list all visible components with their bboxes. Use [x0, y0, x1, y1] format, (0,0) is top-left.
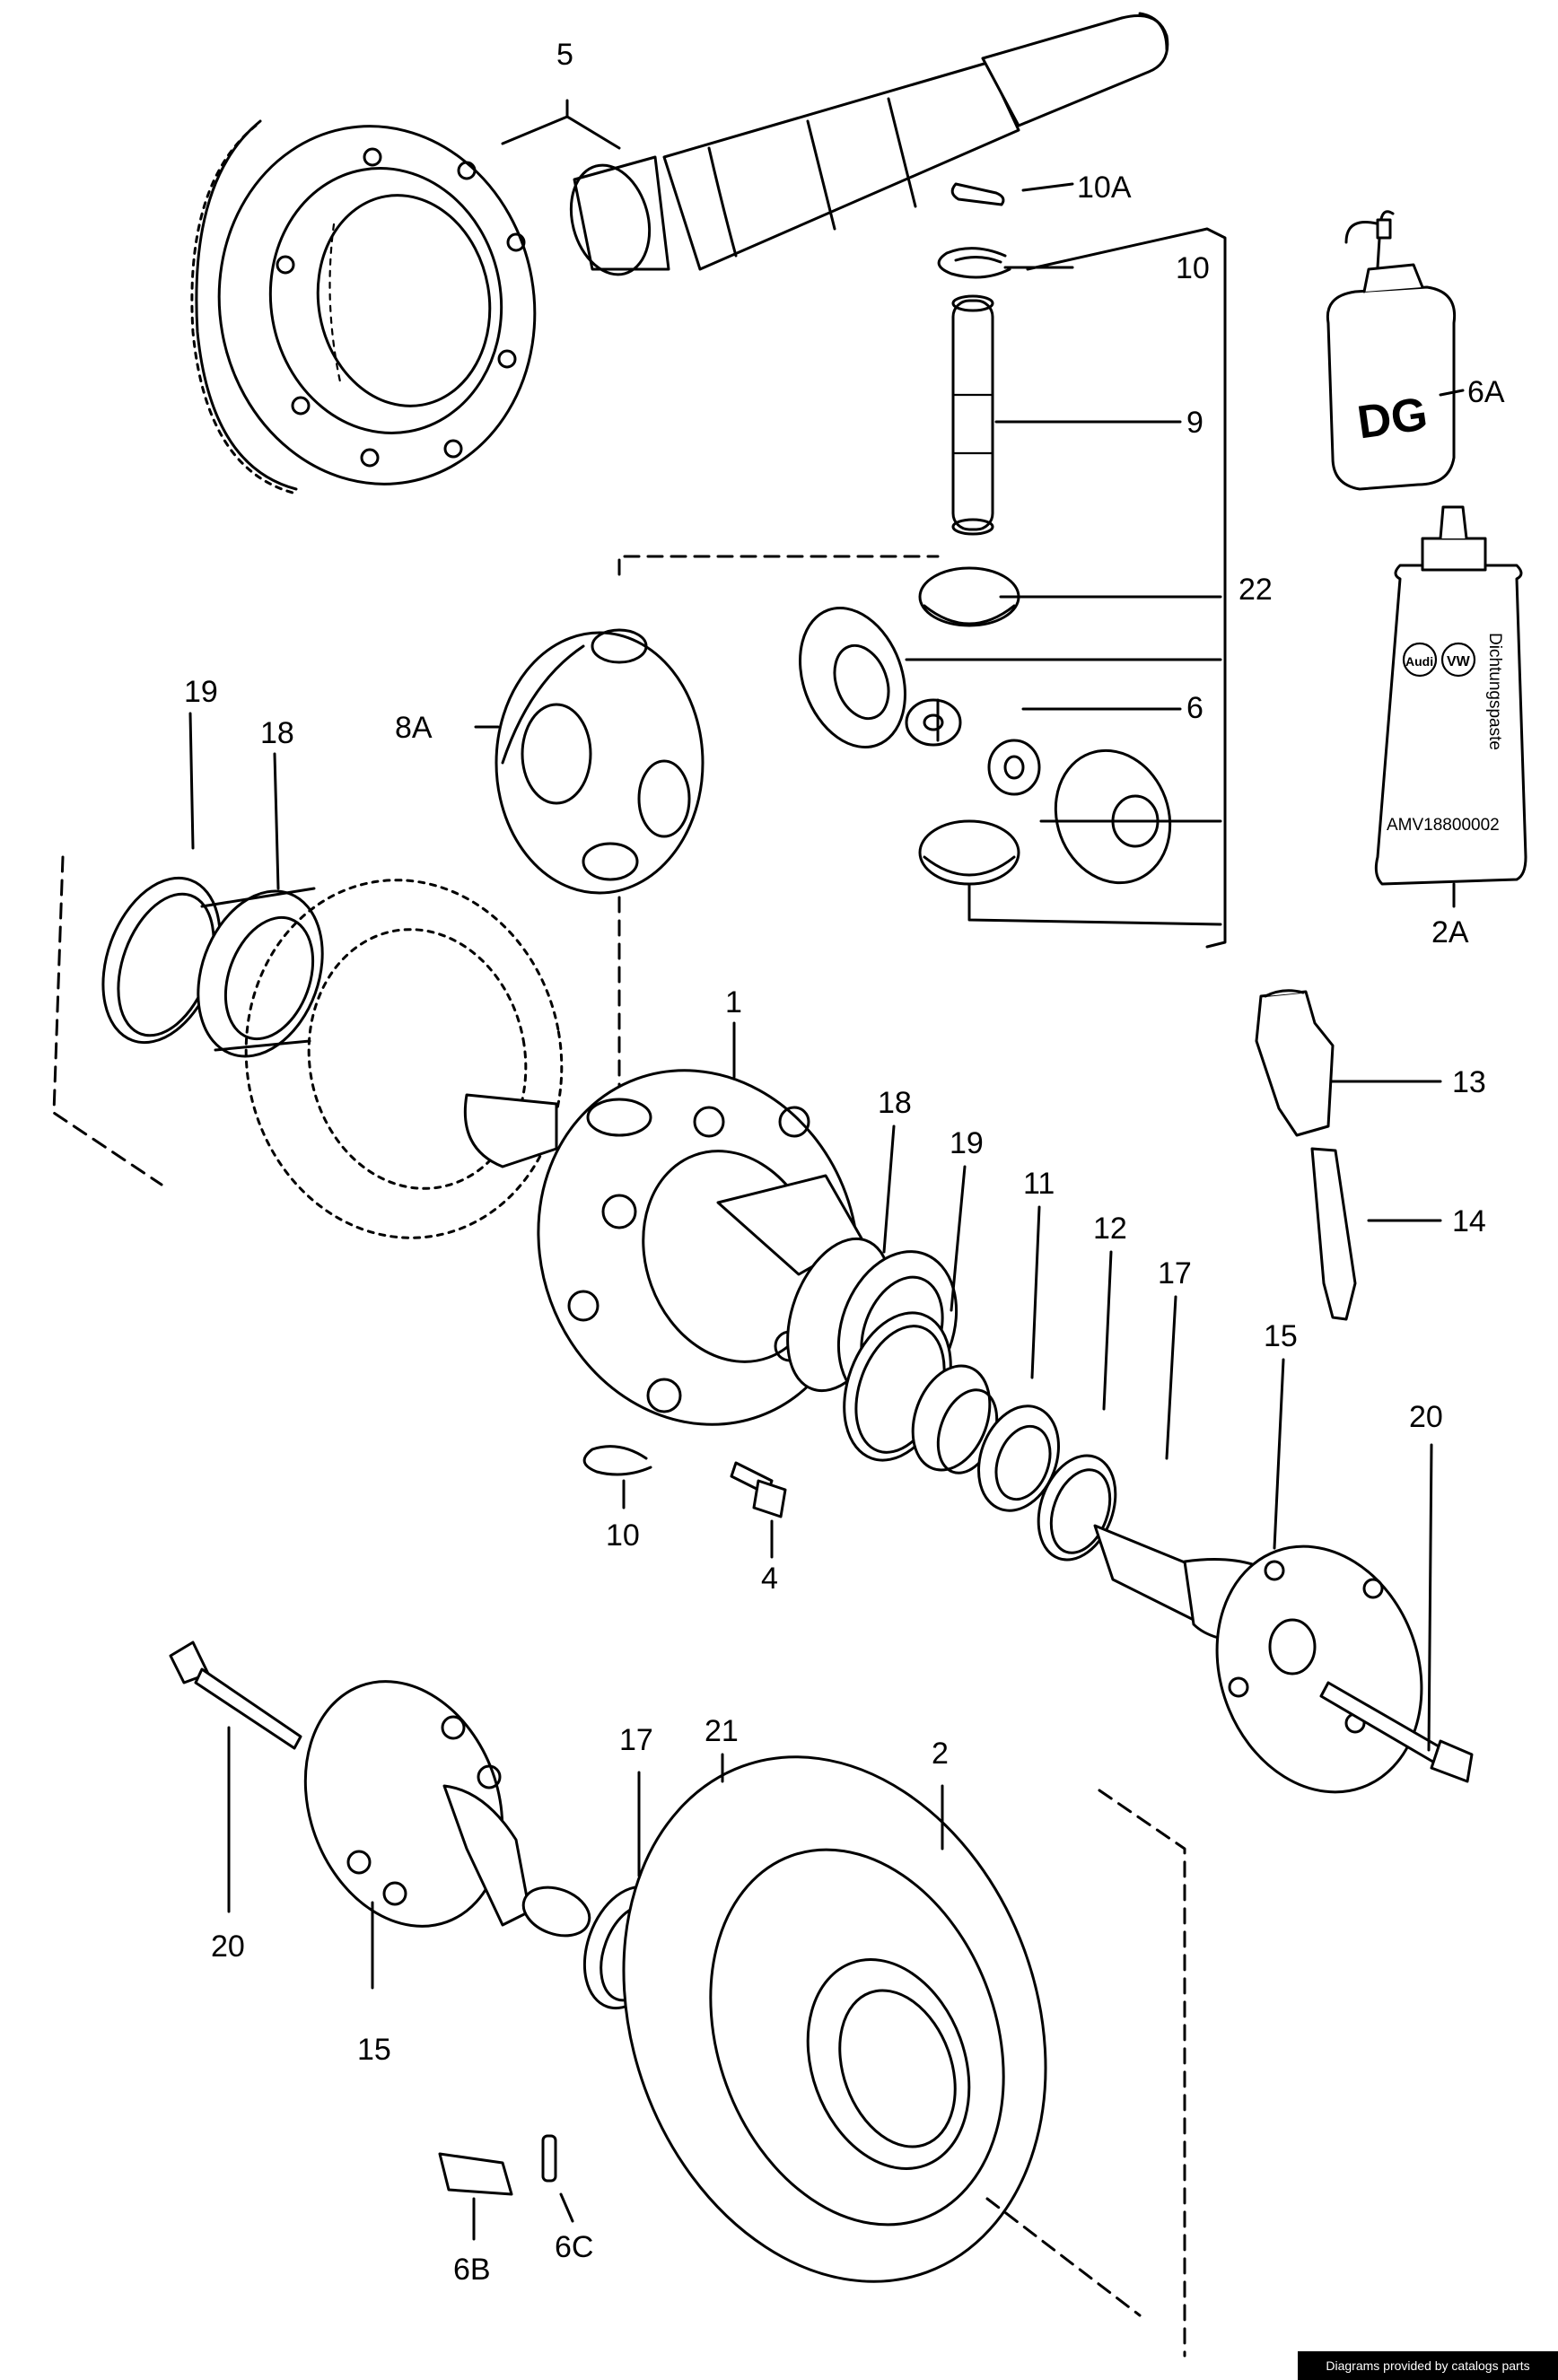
- label-10A: 10A: [1077, 171, 1132, 205]
- tube-brand-vw: VW: [1447, 654, 1471, 669]
- label-20-right: 20: [1409, 1400, 1443, 1434]
- label-6A: 6A: [1467, 375, 1505, 409]
- bearing-part-18-left: [197, 887, 324, 1058]
- bottle-part-6A: DG: [1326, 210, 1457, 491]
- label-15-left: 15: [357, 2033, 391, 2067]
- seal-part-17-mid: [1037, 1454, 1117, 1562]
- pin-part-6C: [541, 2134, 557, 2183]
- tube-label-text: Dichtungspaste: [1485, 633, 1504, 750]
- bracket-22: [905, 227, 1227, 949]
- tube-code-text: AMV18800002: [1387, 816, 1500, 835]
- label-8A: 8A: [395, 711, 433, 745]
- label-14: 14: [1452, 1204, 1486, 1238]
- label-17-mid: 17: [1158, 1256, 1192, 1291]
- ring-gear-ghost: [244, 879, 564, 1239]
- part-labels: 5 10A 10 9 6A 22 6 8A 19 18 2A 1 13 14 1…: [184, 38, 1505, 2287]
- tube-part-2A: Audi VW Dichtungspaste AMV18800002: [1374, 505, 1527, 886]
- drive-shaft-part-14: [1310, 1147, 1357, 1321]
- label-10-bottom: 10: [606, 1518, 640, 1553]
- label-2: 2: [932, 1737, 949, 1771]
- bolt-part-4: [730, 1461, 787, 1518]
- label-1: 1: [725, 985, 742, 1019]
- flange-part-15-left: [303, 1680, 591, 1938]
- label-6B: 6B: [453, 2253, 491, 2287]
- label-18-left: 18: [260, 716, 294, 750]
- label-11: 11: [1023, 1167, 1055, 1201]
- pin-part-10A: [950, 182, 1005, 206]
- bottle-mark-text: DG: [1354, 388, 1431, 449]
- label-18-mid: 18: [878, 1086, 912, 1120]
- label-19-left: 19: [184, 675, 218, 709]
- differential-cage-part-8A: [495, 628, 705, 895]
- shaft-part-9: [951, 294, 994, 536]
- label-21: 21: [705, 1714, 739, 1748]
- label-6C: 6C: [555, 2230, 593, 2264]
- tube-brand-audi: Audi: [1405, 654, 1433, 669]
- dash-lines-lower: [985, 1789, 1186, 2358]
- circlip-part-10-bottom: [582, 1445, 652, 1476]
- label-19-mid: 19: [950, 1126, 984, 1160]
- nut-part-12: [977, 1404, 1060, 1512]
- label-15-right: 15: [1264, 1319, 1298, 1353]
- credit-badge: Diagrams provided by catalogs parts: [1298, 2351, 1558, 2380]
- label-9: 9: [1186, 406, 1204, 440]
- label-22: 22: [1239, 573, 1273, 607]
- bolt-part-20-left: [169, 1641, 302, 1750]
- label-2A: 2A: [1431, 915, 1469, 949]
- circlip-part-10-top: [937, 247, 1011, 279]
- label-12: 12: [1093, 1212, 1127, 1246]
- label-10-top: 10: [1176, 251, 1210, 285]
- label-20-left: 20: [211, 1929, 245, 1964]
- label-5: 5: [556, 38, 573, 72]
- flange-part-15-right: [1093, 1524, 1423, 1794]
- label-17-low: 17: [619, 1723, 653, 1757]
- label-6: 6: [1186, 691, 1204, 725]
- housing-cover-part-2: [622, 1755, 1047, 2283]
- dash-lines-upper: [617, 555, 940, 1106]
- sensor-part-13: [1255, 989, 1335, 1137]
- dash-lines-left: [52, 855, 163, 1186]
- bolt-part-20-right: [1319, 1681, 1474, 1783]
- leader-lines: [188, 99, 1465, 2241]
- label-13: 13: [1452, 1065, 1486, 1099]
- diff-gears-group-22: [799, 566, 1172, 886]
- label-4: 4: [761, 1562, 778, 1596]
- key-part-6B: [438, 2152, 513, 2196]
- ring-gear-pinion-part-5: [190, 12, 1169, 495]
- gear-part-11: [911, 1364, 999, 1474]
